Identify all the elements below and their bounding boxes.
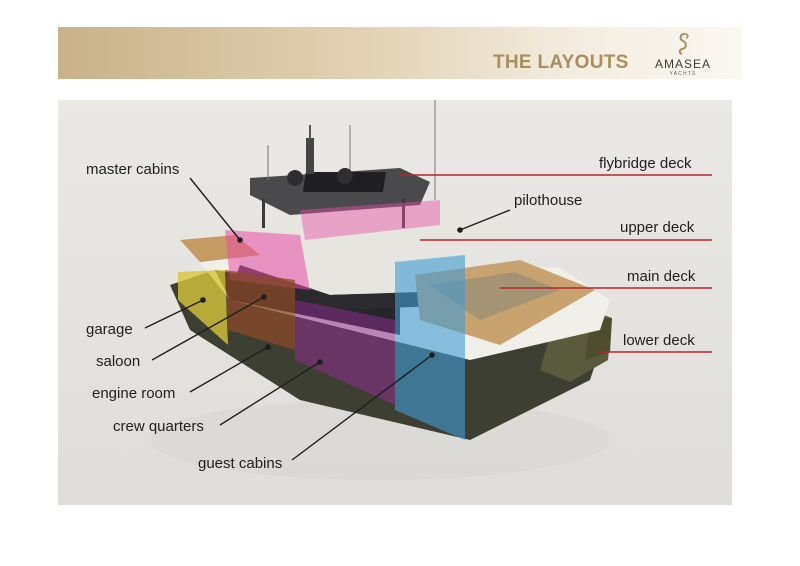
- label-garage: garage: [86, 321, 133, 338]
- callout-line-saloon: [151, 296, 265, 361]
- page-title: THE LAYOUTS: [493, 52, 629, 73]
- callout-dot-guest-cabins: [429, 352, 435, 358]
- label-engine-room: engine room: [92, 385, 176, 402]
- header-bar: [58, 27, 742, 79]
- logo-wordmark: AMASEA: [654, 57, 711, 71]
- zone-saloon: [225, 270, 295, 350]
- callout-dot-pilothouse: [457, 227, 463, 233]
- callout-line-crew-quarters: [219, 361, 321, 426]
- callout-dot-engine-room: [265, 344, 271, 350]
- callout-line-engine-room: [189, 346, 269, 393]
- label-lower-deck: lower deck: [623, 332, 695, 349]
- label-master-cabins: master cabins: [86, 161, 180, 178]
- radome-left: [287, 170, 303, 186]
- flybridge-support-left: [262, 198, 265, 228]
- callout-dot-master-cabins: [237, 237, 243, 243]
- logo-subtext: YACHTS: [669, 71, 697, 77]
- callout-line-master-cabins: [189, 177, 241, 241]
- label-main-deck: main deck: [627, 268, 696, 285]
- zone-crew-quarters: [295, 300, 395, 405]
- brand-logo: AMASEA YACHTS: [645, 32, 721, 77]
- flybridge-support-right: [402, 198, 405, 228]
- radome-right: [337, 168, 353, 184]
- label-flybridge-deck: flybridge deck: [599, 155, 692, 172]
- radar-mast: [306, 138, 314, 174]
- callout-dot-garage: [200, 297, 206, 303]
- label-guest-cabins: guest cabins: [198, 455, 283, 472]
- label-pilothouse: pilothouse: [514, 192, 583, 209]
- seahorse-icon: [678, 33, 689, 55]
- label-saloon: saloon: [96, 353, 141, 370]
- zone-garage: [178, 270, 228, 345]
- label-crew-quarters: crew quarters: [113, 418, 204, 435]
- callout-line-garage: [144, 299, 204, 329]
- zone-pilothouse-pink: [300, 200, 440, 240]
- callout-line-pilothouse: [459, 209, 511, 231]
- callout-dot-crew-quarters: [317, 359, 323, 365]
- zone-guest-cabins: [395, 255, 465, 440]
- callout-line-guest-cabins: [291, 354, 433, 461]
- label-upper-deck: upper deck: [620, 219, 695, 236]
- callout-dot-saloon: [261, 294, 267, 300]
